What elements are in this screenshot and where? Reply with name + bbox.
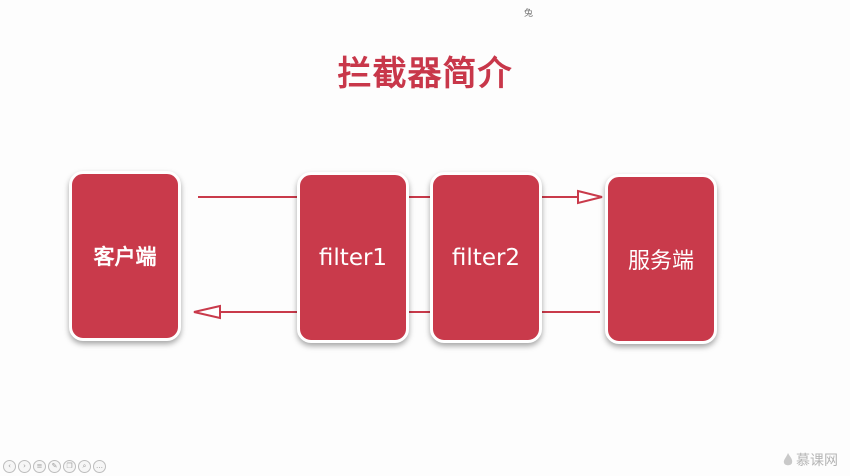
flame-icon bbox=[783, 453, 793, 466]
response-arrowhead bbox=[193, 304, 221, 320]
node-filter1-label: filter1 bbox=[318, 244, 388, 271]
node-filter1: filter1 bbox=[297, 172, 409, 343]
node-client-label: 客户端 bbox=[93, 245, 157, 269]
node-server: 服务端 bbox=[605, 174, 717, 344]
node-client: 客户端 bbox=[69, 171, 181, 341]
more-button[interactable]: … bbox=[93, 460, 106, 473]
node-server-label: 服务端 bbox=[627, 249, 694, 274]
node-filter2-label: filter2 bbox=[451, 244, 521, 271]
watermark-text: 慕课网 bbox=[796, 453, 838, 469]
watermark: 慕课网 bbox=[783, 450, 838, 470]
next-slide-button[interactable]: › bbox=[18, 460, 31, 473]
slide-title: 拦截器简介 bbox=[337, 54, 513, 94]
copy-button[interactable]: ❐ bbox=[63, 460, 76, 473]
request-arrowhead bbox=[577, 189, 603, 205]
menu-button[interactable]: ≡ bbox=[33, 460, 46, 473]
node-filter2: filter2 bbox=[430, 172, 542, 343]
top-marker: 兔 bbox=[524, 9, 534, 19]
zoom-button[interactable]: ⌕ bbox=[78, 460, 91, 473]
prev-slide-button[interactable]: ‹ bbox=[3, 460, 16, 473]
pen-button[interactable]: ✎ bbox=[48, 460, 61, 473]
slide-controls: ‹ › ≡ ✎ ❐ ⌕ … bbox=[3, 460, 106, 473]
